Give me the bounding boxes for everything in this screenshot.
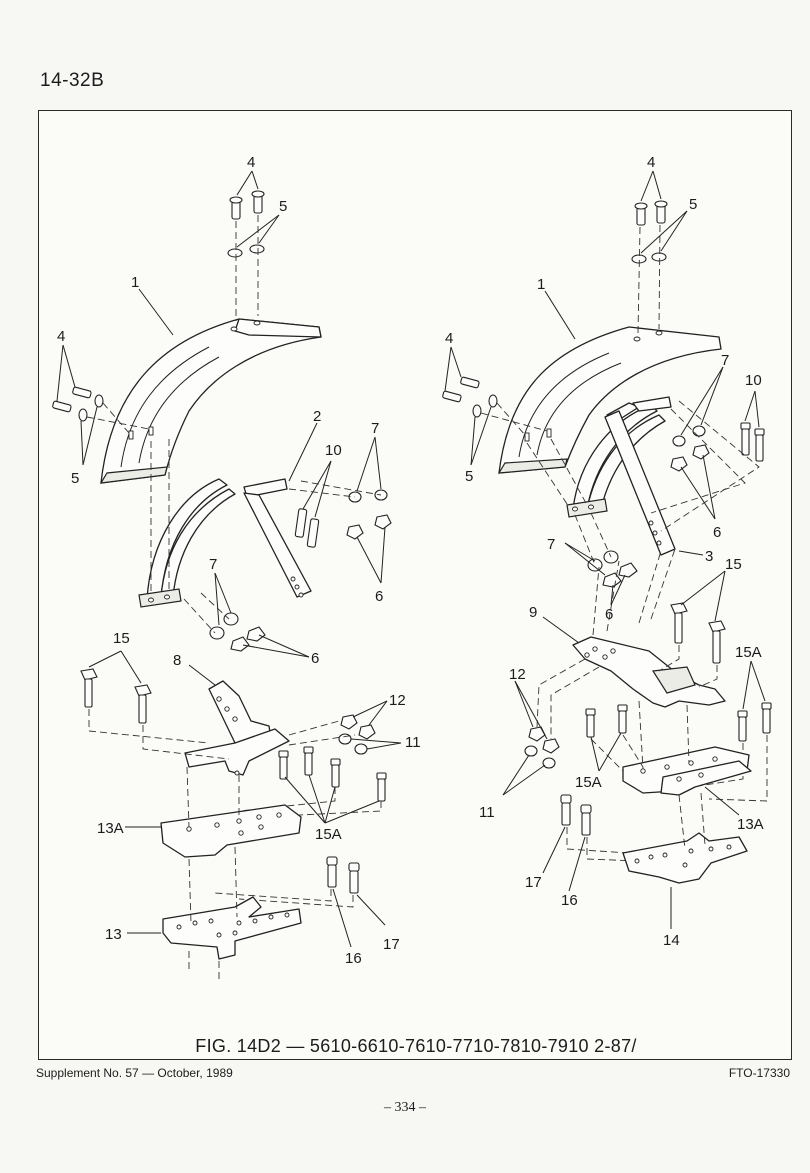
right-assembly: 4 5 1 4 5 7 10 6 7 3 6 15 9 15A 12 11 15…	[442, 154, 772, 949]
left-hardware-10-7-6	[183, 480, 392, 652]
right-bracket-9	[572, 548, 726, 708]
right-bracket-3	[526, 396, 676, 556]
left-bolts-15a	[238, 746, 387, 818]
callout-left-10: 10	[325, 442, 342, 459]
callout-right-12: 12	[509, 666, 526, 683]
exploded-parts-diagram: 4 5 1 4 5 2 10 7 6 7 6 15 8 12 11 13A 15…	[52, 154, 772, 979]
callout-left-5-top: 5	[279, 198, 287, 215]
callout-left-12: 12	[389, 692, 406, 709]
callout-left-15: 15	[113, 630, 130, 647]
callout-right-6-mid: 6	[605, 606, 613, 623]
callout-left-8: 8	[173, 652, 181, 669]
left-fender	[99, 318, 322, 484]
right-callouts: 4 5 1 4 5 7 10 6 7 3 6 15 9 15A 12 11 15…	[445, 154, 764, 949]
callout-left-16: 16	[345, 950, 362, 967]
right-leader-lines	[444, 170, 766, 929]
callout-right-15a-bottom: 15A	[575, 774, 602, 791]
callout-right-5-top: 5	[689, 196, 697, 213]
page-header: 14-32B	[40, 70, 105, 91]
callout-right-6-top: 6	[713, 524, 721, 541]
left-assembly: 4 5 1 4 5 2 10 7 6 7 6 15 8 12 11 13A 15…	[52, 154, 421, 979]
left-callouts: 4 5 1 4 5 2 10 7 6 7 6 15 8 12 11 13A 15…	[57, 154, 421, 967]
callout-right-10: 10	[745, 372, 762, 389]
right-plate-13a	[590, 700, 752, 796]
right-side-bolts	[442, 376, 548, 436]
callout-right-4-side: 4	[445, 330, 453, 347]
callout-left-6-top: 6	[375, 588, 383, 605]
left-plate-13	[162, 846, 302, 979]
left-bolts-15	[80, 668, 230, 760]
callout-right-7-top: 7	[721, 352, 729, 369]
callout-left-1: 1	[131, 274, 139, 291]
callout-right-17: 17	[525, 874, 542, 891]
callout-left-15a: 15A	[315, 826, 342, 843]
callout-right-16: 16	[561, 892, 578, 909]
footer-figure-code: FTO-17330	[728, 1066, 790, 1080]
right-plate-14	[622, 792, 748, 884]
left-nuts-12-11	[288, 714, 376, 755]
right-top-bolts	[631, 200, 668, 334]
callout-left-13: 13	[105, 926, 122, 943]
figure-frame: 4 5 1 4 5 2 10 7 6 7 6 15 8 12 11 13A 15…	[38, 110, 792, 1060]
left-side-bolts	[52, 386, 150, 434]
right-bolts-15	[658, 602, 726, 688]
left-top-bolts	[227, 190, 265, 321]
right-capscrews-17-16	[560, 794, 640, 862]
callout-left-13a: 13A	[97, 820, 124, 837]
callout-left-6-mid: 6	[311, 650, 319, 667]
callout-right-9: 9	[529, 604, 537, 621]
callout-left-17: 17	[383, 936, 400, 953]
callout-right-15: 15	[725, 556, 742, 573]
left-leader-lines	[56, 170, 402, 948]
callout-right-5-side: 5	[465, 468, 473, 485]
left-plate-13a	[160, 766, 302, 858]
callout-left-7-top: 7	[371, 420, 379, 437]
figure-caption: FIG. 14D2 — 5610-6610-7610-7710-7810-791…	[195, 1036, 637, 1056]
callout-left-4-side: 4	[57, 328, 65, 345]
right-nuts-12-11	[524, 658, 600, 769]
callout-right-15a-right: 15A	[735, 644, 762, 661]
left-capscrews-16-17	[214, 856, 360, 908]
page-number: – 334 –	[384, 1100, 426, 1115]
callout-right-13a: 13A	[737, 816, 764, 833]
callout-right-7-mid: 7	[547, 536, 555, 553]
callout-right-4-top: 4	[647, 154, 655, 171]
callout-right-14: 14	[663, 932, 680, 949]
left-bracket-2	[138, 439, 312, 608]
callout-left-2: 2	[313, 408, 321, 425]
callout-left-4-top: 4	[247, 154, 255, 171]
callout-left-5-side: 5	[71, 470, 79, 487]
right-hardware-10-7-6	[574, 400, 765, 588]
right-fender	[497, 326, 722, 474]
callout-left-11: 11	[405, 734, 421, 751]
footer-supplement: Supplement No. 57 — October, 1989	[36, 1066, 233, 1080]
callout-right-3: 3	[705, 548, 713, 565]
callout-right-11: 11	[479, 804, 495, 821]
left-bracket-8	[184, 680, 290, 776]
callout-left-7-mid: 7	[209, 556, 217, 573]
callout-right-1: 1	[537, 276, 545, 293]
